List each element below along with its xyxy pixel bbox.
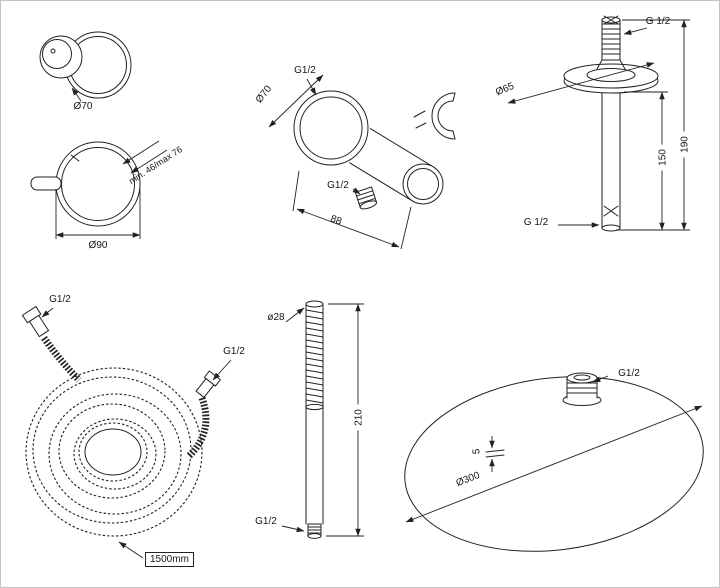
panel-hand-shower: ø28 210 G1/2: [246, 286, 386, 583]
panel-hose: G1/2 G1/2 1500mm: [9, 284, 254, 581]
label-hose-thread-a: G1/2: [49, 294, 71, 305]
panel-valve-trim: Ø70 min. 46/max 76 Ø90: [9, 9, 234, 274]
panel-shower-head: G1/2 5 Ø300: [386, 326, 719, 581]
label-arm-length-exposed: 150: [657, 144, 669, 171]
label-elbow-thread-top: G1/2: [294, 65, 316, 76]
label-hose-length: 1500mm: [145, 552, 194, 567]
panel-ceiling-arm: G 1/2 Ø65 150 190 G 1/2: [466, 6, 716, 271]
label-head-thickness: 5: [471, 448, 483, 455]
label-hose-thread-b: G1/2: [223, 346, 245, 357]
label-elbow-thread-bottom: G1/2: [327, 180, 349, 191]
label-valve-knob-diameter: Ø70: [73, 101, 93, 112]
ceiling-arm-drawing: [507, 15, 690, 232]
label-arm-thread-bottom: G 1/2: [523, 217, 549, 228]
label-wand-thread: G1/2: [255, 516, 277, 527]
hose-drawing: [21, 305, 232, 559]
shower-head-drawing: [404, 372, 704, 552]
panel-wall-outlet: G1/2 Ø70 G1/2 88: [241, 31, 456, 256]
label-wand-diameter: ø28: [267, 312, 285, 323]
wall-outlet-drawing: [268, 74, 456, 250]
label-valve-plate-diameter: Ø90: [88, 240, 108, 251]
label-arm-thread-top: G 1/2: [645, 16, 671, 27]
label-arm-length-total: 190: [679, 131, 691, 158]
label-wand-length: 210: [353, 404, 365, 431]
valve-trim-drawing: [30, 31, 168, 239]
label-head-thread: G1/2: [618, 368, 640, 379]
hand-shower-drawing: [281, 300, 364, 539]
